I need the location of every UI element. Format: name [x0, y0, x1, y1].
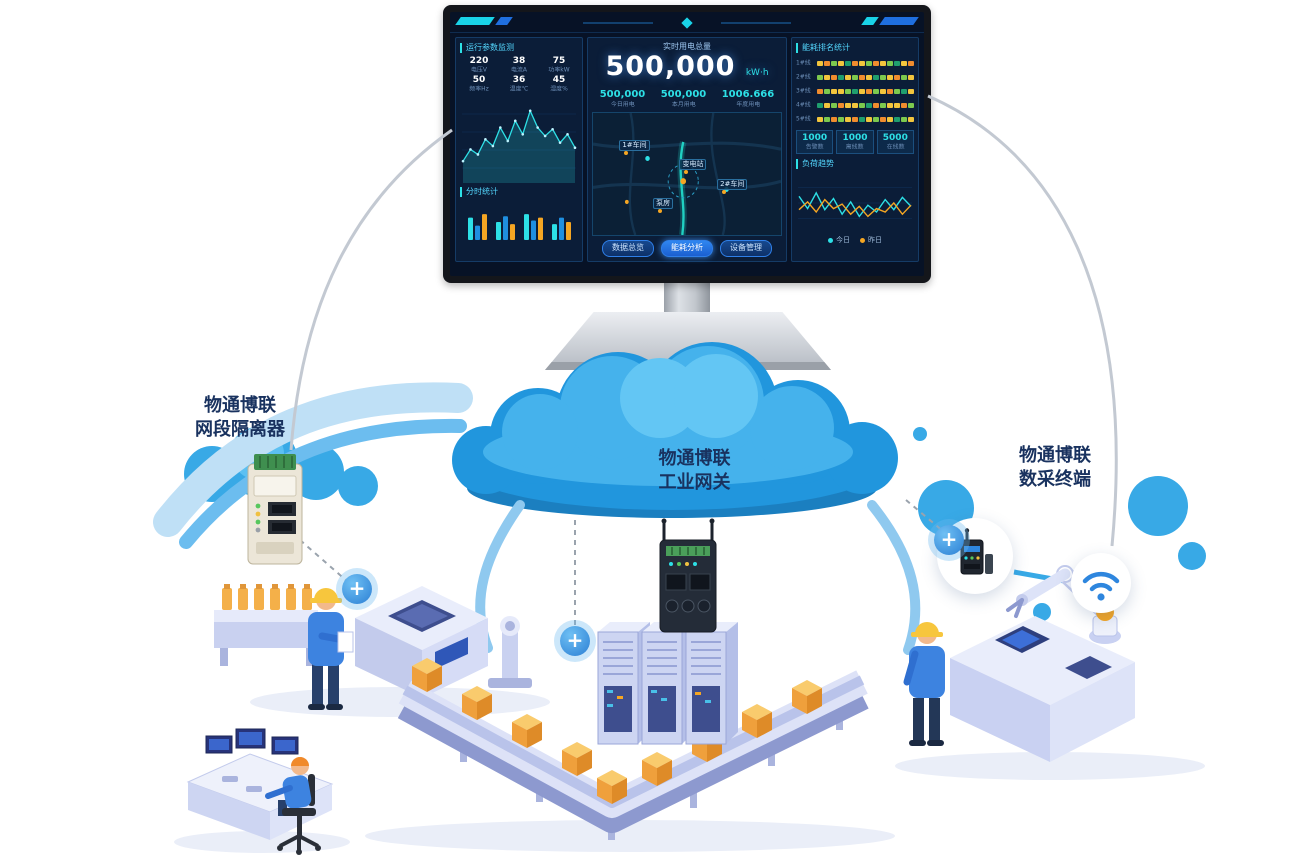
dashboard-button-energy[interactable]: 能耗分析	[661, 240, 713, 257]
legend-item: 昨日	[860, 236, 882, 244]
label-terminal: 物通博联数采终端	[1019, 445, 1091, 490]
left-bars-title: 分时统计	[460, 187, 578, 197]
left-panel-title: 运行参数监测	[460, 43, 578, 53]
dashboard-button-overview[interactable]: 数据总览	[602, 240, 654, 257]
map-pin: 2#车间	[717, 178, 748, 194]
map-roads	[593, 113, 781, 235]
map-pin: 泵房	[653, 198, 674, 214]
factory-scene	[174, 565, 1205, 855]
network-isolator-device	[240, 450, 310, 570]
worker-right	[903, 622, 945, 746]
seated-worker	[265, 757, 321, 855]
boxes	[412, 658, 822, 804]
map-pin: 变电站	[679, 159, 707, 175]
ground-shadows	[174, 687, 1205, 853]
label-isolator: 物通博联网段隔离器	[195, 395, 285, 440]
plus-connector-icon: +	[560, 626, 590, 656]
center-title: 实时用电总量	[663, 42, 711, 51]
monitor-stand-neck	[664, 280, 710, 316]
industrial-gateway-device	[650, 518, 726, 636]
plus-connector-icon: +	[342, 574, 372, 604]
dashboard-header	[450, 12, 924, 33]
server-cabinets	[597, 622, 738, 745]
big-number-unit: kW·h	[745, 68, 769, 78]
map-pin: 1#车间	[619, 139, 650, 155]
area-chart	[461, 108, 577, 183]
wifi-icon	[1071, 553, 1131, 613]
label-gateway: 物通博联工业网关	[658, 448, 731, 493]
line-chart	[798, 187, 912, 219]
worker-left	[308, 588, 354, 710]
header-emblem-icon	[681, 17, 693, 29]
legend-item: 今日	[828, 236, 850, 244]
header-deco-line	[582, 22, 653, 24]
header-deco-icon	[495, 17, 513, 25]
big-number: 500,000 kW·h	[605, 51, 769, 82]
dashboard-button-devices[interactable]: 设备管理	[720, 240, 772, 257]
plus-connector-icon: +	[934, 525, 964, 555]
heat-row: 3#线	[796, 86, 914, 96]
heat-row: 1#线	[796, 58, 914, 68]
right-chart-title: 负荷趋势	[796, 159, 914, 169]
mini-bar-chart	[468, 214, 571, 240]
heat-row: 2#线	[796, 72, 914, 82]
monitor-stand-base	[545, 312, 831, 370]
heat-row: 5#线	[796, 114, 914, 124]
left-machines	[214, 584, 532, 698]
dashboard-buttons: 数据总览 能耗分析 设备管理	[592, 240, 782, 257]
header-deco-icon	[861, 17, 879, 25]
header-deco-icon	[455, 17, 495, 25]
map-panel: 变电站 1#车间 2#车间 泵房	[592, 112, 782, 236]
right-panel-title: 能耗排名统计	[796, 43, 914, 53]
cnc-machine	[950, 616, 1135, 762]
heat-row: 4#线	[796, 100, 914, 110]
line-chart-legend: 今日 昨日	[796, 236, 914, 244]
header-deco-icon	[879, 17, 919, 25]
header-deco-line	[721, 22, 792, 24]
